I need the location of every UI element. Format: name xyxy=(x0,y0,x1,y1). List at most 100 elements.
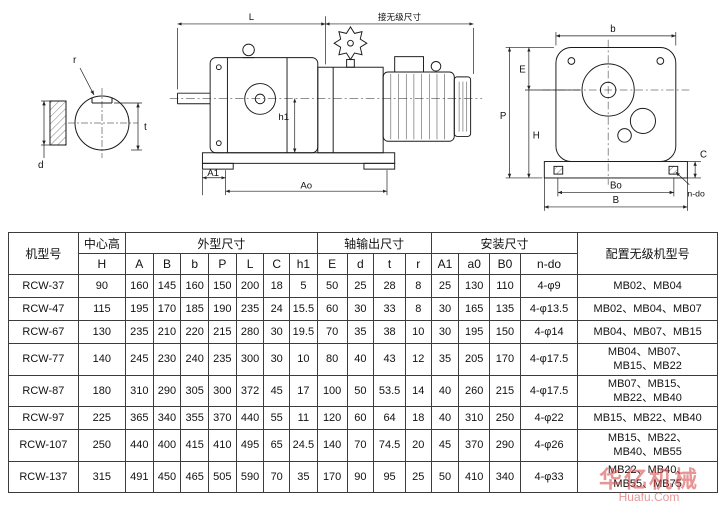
model-cell: RCW-67 xyxy=(8,320,79,344)
value-cell: 145 xyxy=(152,274,182,298)
assembly-area: L 接无级尺寸 h1 A1 Ao xyxy=(164,6,486,219)
motor-cell: MB04、MB07、MB15 xyxy=(577,320,718,344)
model-cell: RCW-47 xyxy=(8,297,79,321)
value-cell: 190 xyxy=(208,297,237,321)
value-cell: 12 xyxy=(404,343,432,376)
dim-label-Bo: Bo xyxy=(610,181,622,192)
model-cell: RCW-97 xyxy=(8,406,79,431)
value-cell: 4-φ9 xyxy=(519,274,579,298)
value-cell: 30 xyxy=(263,343,291,376)
sub-header-b: b xyxy=(180,253,209,275)
value-cell: 370 xyxy=(208,406,237,431)
dim-label-H: H xyxy=(533,130,540,141)
motor-cell: MB02、MB04、MB07 xyxy=(577,297,718,321)
value-cell: 305 xyxy=(180,374,209,408)
dim-label-L: L xyxy=(249,12,255,23)
value-cell: 15.5 xyxy=(289,297,318,321)
dim-label-r: r xyxy=(73,55,77,66)
model-cell: RCW-37 xyxy=(8,274,79,298)
value-cell: 450 xyxy=(152,460,182,494)
technical-drawings: r t d xyxy=(0,2,727,230)
value-cell: 491 xyxy=(124,460,154,494)
value-cell: 4-φ26 xyxy=(519,429,579,462)
model-cell: RCW-107 xyxy=(8,429,79,462)
value-cell: 70 xyxy=(263,460,291,494)
value-cell: 372 xyxy=(235,374,265,408)
dimension-table: 机型号 中心高 外型尺寸 轴输出尺寸 安装尺寸 配置无级机型号 H A B b … xyxy=(8,232,718,494)
value-cell: 18 xyxy=(404,406,432,431)
value-cell: 150 xyxy=(489,320,521,344)
value-cell: 4-φ14 xyxy=(519,320,579,344)
dim-label-B: B xyxy=(613,195,619,206)
value-cell: 300 xyxy=(208,374,237,408)
value-cell: 130 xyxy=(458,274,491,298)
end-view-drawing: b E H P C n-do Bo B xyxy=(500,24,707,211)
value-cell: 340 xyxy=(489,460,521,494)
value-cell: 25 xyxy=(404,460,432,494)
value-cell: 17 xyxy=(289,374,318,408)
value-cell: 11 xyxy=(289,406,318,431)
dim-label-Ao: Ao xyxy=(300,180,312,191)
value-cell: 40 xyxy=(430,374,460,408)
value-cell: 45 xyxy=(263,374,291,408)
value-cell: 250 xyxy=(77,429,126,462)
value-cell: 19.5 xyxy=(289,320,318,344)
value-cell: 340 xyxy=(152,406,182,431)
value-cell: 465 xyxy=(180,460,209,494)
value-cell: 40 xyxy=(430,406,460,431)
value-cell: 205 xyxy=(458,343,491,376)
value-cell: 70 xyxy=(316,320,348,344)
dimension-table-area: 机型号 中心高 外型尺寸 轴输出尺寸 安装尺寸 配置无级机型号 H A B b … xyxy=(8,232,718,494)
value-cell: 50 xyxy=(316,274,348,298)
value-cell: 220 xyxy=(180,320,209,344)
sub-header-L: L xyxy=(235,253,265,275)
value-cell: 215 xyxy=(208,320,237,344)
value-cell: 170 xyxy=(489,343,521,376)
value-cell: 100 xyxy=(316,374,348,408)
value-cell: 35 xyxy=(430,343,460,376)
col-header-motor: 配置无级机型号 xyxy=(577,232,718,275)
value-cell: 210 xyxy=(152,320,182,344)
value-cell: 50 xyxy=(430,460,460,494)
col-header-outer-dims: 外型尺寸 xyxy=(124,232,318,254)
value-cell: 370 xyxy=(458,429,491,462)
value-cell: 38 xyxy=(373,320,406,344)
motor-cell: MB15、MB22、 MB40、MB55 xyxy=(577,429,718,462)
value-cell: 14 xyxy=(404,374,432,408)
value-cell: 24 xyxy=(263,297,291,321)
value-cell: 4-φ22 xyxy=(519,406,579,431)
sub-header-h1: h1 xyxy=(289,253,318,275)
motor-cell: MB02、MB04 xyxy=(577,274,718,298)
shaft-section-area: r t d xyxy=(36,46,156,181)
value-cell: 30 xyxy=(263,320,291,344)
value-cell: 410 xyxy=(208,429,237,462)
value-cell: 195 xyxy=(458,320,491,344)
value-cell: 400 xyxy=(152,429,182,462)
motor-cell: MB07、MB15、 MB22、MB40 xyxy=(577,374,718,408)
model-cell: RCW-87 xyxy=(8,374,79,408)
value-cell: 365 xyxy=(124,406,154,431)
dim-label-C: C xyxy=(700,150,707,161)
end-view-area: b E H P C n-do Bo B xyxy=(496,20,727,223)
model-cell: RCW-137 xyxy=(8,460,79,494)
motor-cell: MB22、MB40、 MB55、MB75 xyxy=(577,460,718,494)
value-cell: 315 xyxy=(77,460,126,494)
value-cell: 410 xyxy=(458,460,491,494)
value-cell: 170 xyxy=(316,460,348,494)
value-cell: 4-φ13.5 xyxy=(519,297,579,321)
table-sub-header-row: H A B b P L C h1 E d t r A1 a0 B0 n-do xyxy=(9,253,718,275)
sub-header-B: B xyxy=(152,253,182,275)
shaft-section-drawing: r t d xyxy=(38,55,147,171)
value-cell: 135 xyxy=(489,297,521,321)
table-group-header-row: 机型号 中心高 外型尺寸 轴输出尺寸 安装尺寸 配置无级机型号 xyxy=(8,232,718,275)
sub-header-B0: B0 xyxy=(489,253,521,275)
value-cell: 5 xyxy=(289,274,318,298)
value-cell: 30 xyxy=(430,297,460,321)
value-cell: 310 xyxy=(124,374,154,408)
dim-label-A1: A1 xyxy=(207,168,219,179)
